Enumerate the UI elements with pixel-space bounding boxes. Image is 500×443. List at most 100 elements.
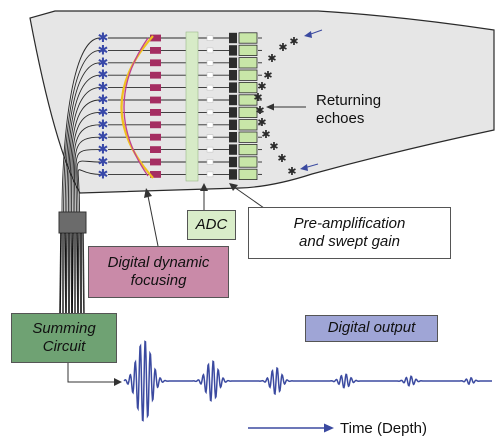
adc-arrow-head	[200, 183, 208, 191]
adc-mark	[206, 159, 214, 165]
echo-mark: ✱	[277, 152, 286, 165]
adc-label: ADC	[195, 215, 228, 233]
focus-curve-inner	[123, 37, 149, 177]
signal-cable	[59, 232, 85, 319]
cable-fan-line	[61, 37, 101, 213]
cable-connector	[58, 211, 87, 234]
echo-mark: ✱	[257, 116, 266, 129]
preamp-arrow	[233, 186, 265, 209]
element-mark: ✱	[98, 118, 109, 133]
cable-fan-line	[63, 49, 101, 213]
summing-line-1: Summing	[32, 319, 96, 337]
gain-block	[229, 169, 237, 180]
delay-block	[150, 34, 161, 42]
echo-mark: ✱	[253, 91, 262, 104]
cable-fan-line	[76, 160, 101, 213]
preamp-line-1: Pre-amplification	[293, 214, 406, 232]
delay-block	[150, 121, 161, 129]
delay-block	[150, 96, 161, 104]
echo-mark: ✱	[278, 41, 287, 54]
echo-mark: ✱	[257, 80, 266, 93]
cable-fan-line	[75, 149, 101, 213]
gain-cell	[238, 156, 258, 168]
gain-cell	[238, 32, 258, 44]
element-mark: ✱	[98, 167, 109, 182]
gain-cell	[238, 168, 258, 180]
delay-blocks	[150, 34, 161, 178]
gain-block	[229, 156, 237, 168]
element-mark: ✱	[98, 68, 109, 83]
focusing-arrow-head	[144, 188, 152, 198]
echo-mark: ✱	[269, 140, 278, 153]
gain-cell	[238, 69, 258, 81]
focusing-line-1: Digital dynamic	[107, 253, 210, 271]
preamp-box: Pre-amplification and swept gain	[248, 207, 451, 259]
element-marks: ✱✱✱✱✱✱✱✱✱✱✱✱	[98, 31, 109, 182]
delay-block	[150, 171, 161, 178]
gain-block	[229, 70, 237, 81]
delay-block	[150, 59, 161, 67]
time-axis-text: Time (Depth)	[340, 420, 427, 437]
adc-mark	[206, 72, 214, 78]
delay-block	[150, 84, 161, 91]
gain-block	[229, 82, 237, 93]
adc-mark	[206, 47, 214, 54]
echo-mark: ✱	[261, 128, 270, 141]
element-mark: ✱	[98, 56, 109, 71]
echo-marks: ✱✱✱✱✱✱✱✱✱✱✱✱	[253, 35, 298, 178]
delay-block	[150, 71, 161, 79]
element-mark: ✱	[98, 31, 109, 46]
cable-fan-line	[64, 62, 101, 213]
delay-block	[150, 133, 161, 141]
cable-wire	[65, 232, 68, 319]
preamp-arrow-head	[229, 183, 238, 191]
gain-block	[229, 107, 237, 118]
delay-block	[150, 47, 161, 54]
gain-cell	[238, 106, 258, 118]
gain-cell	[238, 131, 258, 143]
focusing-box: Digital dynamic focusing	[88, 246, 229, 298]
echo-mark: ✱	[255, 104, 264, 117]
gain-cell	[238, 119, 258, 131]
gain-cell	[238, 94, 258, 106]
summing-line-2: Circuit	[42, 338, 86, 355]
echo-mark: ✱	[289, 35, 298, 48]
echo-mark: ✱	[287, 165, 296, 178]
gain-cell	[238, 44, 258, 57]
gain-block	[229, 132, 237, 143]
element-mark: ✱	[98, 143, 109, 158]
echo-arrow-head	[266, 103, 274, 111]
preamp-line-2: and swept gain	[299, 233, 400, 250]
gain-cell	[238, 57, 258, 69]
time-axis-arrow-head	[324, 423, 334, 433]
adc-mark	[206, 122, 214, 128]
returning-echoes-label: Returning echoes	[316, 92, 381, 129]
gain-block	[229, 144, 237, 155]
adc-mark	[206, 109, 214, 116]
gain-blocks	[229, 32, 258, 180]
cable-wire	[77, 232, 80, 319]
focusing-arrow	[147, 195, 159, 247]
digital-output-label: Digital output	[327, 319, 416, 337]
element-mark: ✱	[98, 130, 109, 145]
wave-arrow-bottom-head	[300, 164, 308, 171]
cable-wire	[71, 232, 74, 319]
adc-box: ADC	[187, 210, 236, 240]
digital-output-box: Digital output	[305, 315, 438, 342]
cable-fan-line	[67, 87, 101, 213]
returning-echoes-line-1: Returning	[316, 92, 382, 109]
adc-mark	[206, 84, 214, 91]
gain-block	[229, 32, 237, 44]
echo-mark: ✱	[263, 69, 272, 82]
returning-echoes-line-2: echoes	[316, 110, 365, 128]
delay-block	[150, 146, 161, 153]
adc-strip	[185, 31, 199, 182]
focus-curve-outer	[120, 35, 154, 179]
cable-fan-line	[66, 74, 101, 213]
output-connector	[67, 363, 116, 383]
cable-wire	[59, 232, 62, 319]
focusing-line-2: focusing	[130, 272, 187, 289]
cable-fan-line	[71, 111, 101, 213]
adc-mark	[206, 134, 214, 140]
